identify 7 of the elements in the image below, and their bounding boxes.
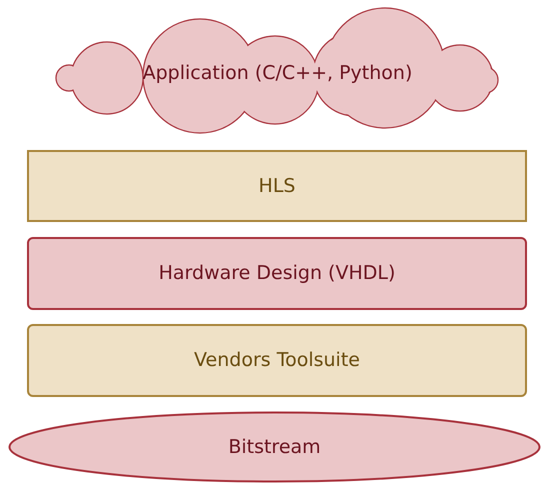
node-label: Hardware Design (VHDL) — [158, 261, 396, 286]
process-box — [27, 150, 527, 222]
process-box — [27, 237, 527, 310]
node-label: Bitstream — [228, 434, 321, 460]
node-label: Vendors Toolsuite — [194, 348, 360, 374]
node-label: HLS — [258, 174, 296, 199]
process-box — [27, 324, 527, 397]
